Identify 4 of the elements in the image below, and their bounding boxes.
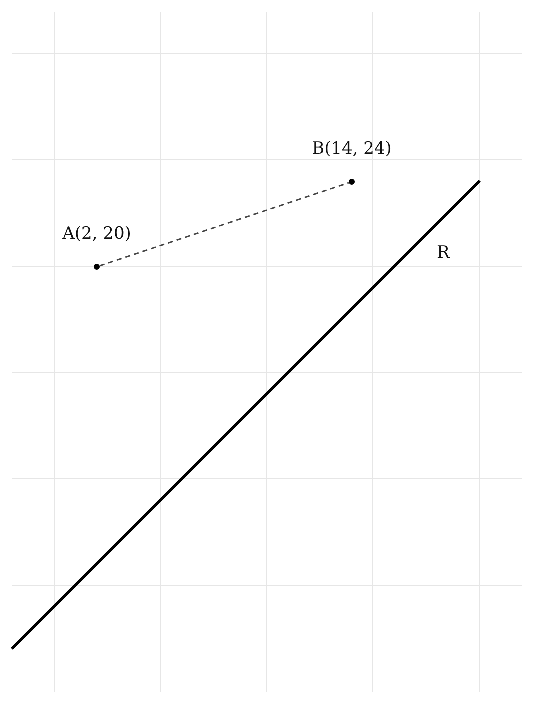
dashed-segment xyxy=(100,182,350,267)
point-label: A(2, 20) xyxy=(62,224,132,244)
point-label: B(14, 24) xyxy=(311,139,393,159)
line-label: R xyxy=(437,243,450,263)
